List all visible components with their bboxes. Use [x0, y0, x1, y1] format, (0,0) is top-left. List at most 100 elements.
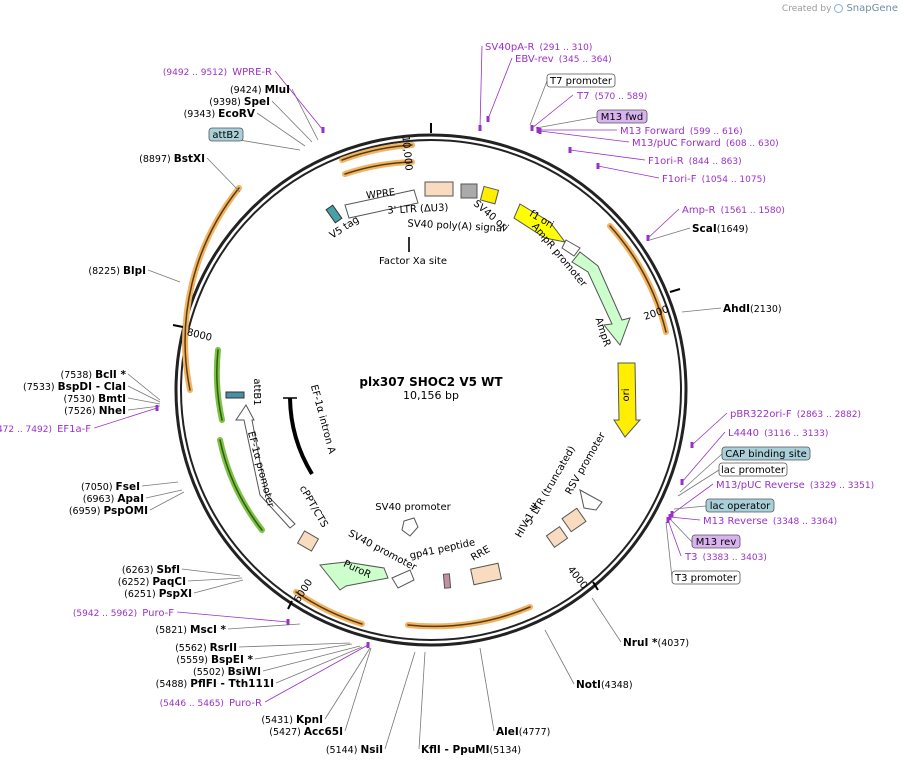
site-leader [187, 577, 243, 582]
site-ahdi[interactable]: AhdI(2130) [723, 303, 782, 315]
primer-wpre-r[interactable]: (9492 .. 9512) WPRE-R [163, 60, 325, 133]
site-kpni[interactable]: (5431) KpnI [261, 714, 323, 726]
psi-block [545, 525, 569, 549]
feature-box-label: CAP binding site [725, 449, 807, 460]
site-bspei[interactable]: (5559) BspEI * [176, 654, 253, 666]
primer-m13-reverse[interactable]: M13 Reverse (3348 .. 3364) [668, 509, 838, 528]
primer-f1ori-r[interactable]: F1ori-R (844 .. 863) [568, 147, 742, 168]
site-bmti[interactable]: (7530) BmtI [64, 393, 126, 405]
site-leader [479, 647, 495, 732]
primer-ef1a-f[interactable]: (7472 .. 7492) EF1a-F [0, 405, 159, 436]
primer-puro-r[interactable]: (5446 .. 5465) Puro-R [160, 642, 370, 710]
site-rsrii[interactable]: (5562) RsrII [175, 642, 237, 654]
site-fsei[interactable]: (7050) FseI [81, 481, 140, 493]
feature-label-3-ltr-u3: 3' LTR (ΔU3) [387, 202, 449, 216]
site-apai[interactable]: (6963) ApaI [83, 493, 144, 505]
primer-t7[interactable]: T7 (570 .. 589) [530, 84, 648, 131]
feature-box-lac-operator[interactable]: lac operator [705, 498, 775, 513]
site-pflfi-tth111i[interactable]: (5488) PflFI - Tth111I [156, 678, 274, 690]
site-sbfi[interactable]: (6263) SbfI [122, 564, 180, 576]
site-leader [149, 491, 185, 511]
primer-label: (7472 .. 7492) EF1a-F [0, 417, 91, 436]
primer-pbr322ori-f[interactable]: pBR322ori-F (2863 .. 2882) [690, 402, 862, 448]
primer-sv40pa-r[interactable]: SV40pA-R (291 .. 310) [478, 35, 593, 131]
sv40-promoter-arrow-center [401, 517, 419, 537]
site-label: (9398) SpeI [209, 96, 270, 108]
feature-box-cap-binding-site[interactable]: CAP binding site [721, 446, 811, 461]
backbone-ticks [172, 123, 681, 610]
primer-amp-r[interactable]: Amp-R (1561 .. 1580) [646, 198, 785, 241]
ef1a-intron-arc [288, 397, 314, 476]
primer-f1ori-f[interactable]: F1ori-F (1054 .. 1075) [596, 163, 766, 186]
feature-box-label: T7 promoter [549, 76, 613, 87]
feature-box-bg [208, 127, 244, 142]
primer-m13-forward[interactable]: M13 Forward (599 .. 616) [536, 119, 743, 138]
site-msci[interactable]: (5821) MscI * [155, 624, 226, 636]
primer-mark [680, 479, 684, 485]
sv40ori-block [479, 185, 500, 205]
primer-mark [568, 147, 572, 153]
orf-arcs [182, 142, 669, 630]
primer-m13-puc-reverse[interactable]: M13/pUC Reverse (3329 .. 3351) [670, 473, 875, 517]
feature-box-label: M13 fwd [601, 112, 643, 123]
primer-leader [671, 483, 714, 515]
site-pspxi[interactable]: (6251) PspXI [124, 588, 192, 600]
site-nhei[interactable]: (7526) NheI [64, 405, 126, 417]
site-kfli-ppumi[interactable]: KflI - PpuMI(5134) [421, 744, 521, 756]
orf-arc-bottom-left-inner [295, 591, 363, 625]
primer-m13-puc-forward[interactable]: M13/pUC Forward (608 .. 630) [538, 128, 779, 150]
primer-mark [668, 514, 672, 520]
primer-mark [530, 125, 534, 131]
ltr5-block [561, 507, 587, 533]
site-leader [127, 385, 161, 403]
site-spei[interactable]: (9398) SpeI [209, 96, 270, 108]
primer-leader [479, 45, 483, 129]
created-by-label: Created by [781, 3, 832, 14]
site-scai[interactable]: ScaI(1649) [692, 223, 748, 235]
primer-ebv-rev[interactable]: EBV-rev (345 .. 364) [486, 47, 612, 122]
site-acc65i[interactable]: (5427) Acc65I [269, 726, 343, 738]
site-nrui[interactable]: NruI *(4037) [623, 637, 689, 649]
primer-l4440[interactable]: L4440 (3116 .. 3133) [680, 421, 829, 485]
site-bcli[interactable]: (7538) BclI * [61, 369, 127, 381]
primer-leader [681, 431, 726, 483]
feature-box-t3-promoter[interactable]: T3 promoter [671, 570, 741, 585]
site-paqci[interactable]: (6252) PaqCI [118, 576, 186, 588]
feature-box-m13-rev[interactable]: M13 rev [691, 534, 741, 549]
site-label: (6963) ApaI [83, 493, 144, 505]
site-mlui[interactable]: (9424) MluI [230, 84, 290, 96]
site-noti[interactable]: NotI(4348) [576, 679, 633, 691]
orf-arc-left-inner [184, 187, 240, 391]
feature-box-bg [718, 462, 788, 477]
site-label: NotI(4348) [576, 679, 633, 691]
tick-mark-2000 [669, 288, 681, 293]
site-pspomi[interactable]: (6959) PspOMI [69, 505, 148, 517]
primer-label: Amp-R (1561 .. 1580) [682, 198, 785, 217]
primer-puro-f[interactable]: (5942 .. 5962) Puro-F [73, 601, 290, 625]
site-leader [262, 645, 361, 672]
primer-label: (5942 .. 5962) Puro-F [73, 601, 174, 620]
site-leader [127, 373, 161, 401]
site-blpi[interactable]: (8225) BlpI [88, 265, 146, 277]
feature-box-m13-fwd[interactable]: M13 fwd [596, 109, 648, 124]
site-ecorv[interactable]: (9343) EcoRV [184, 108, 256, 120]
feature-label-attb1: attB1 [251, 378, 262, 405]
feature-label-gp41-peptide: gp41 peptide [409, 537, 476, 562]
feature-label-ef-1-promoter: EF-1α promoter [245, 430, 276, 509]
site-alei[interactable]: AleI(4777) [496, 726, 550, 738]
site-label: (9424) MluI [230, 84, 290, 96]
site-bsiwi[interactable]: (5502) BsiWI [193, 666, 261, 678]
site-bspdi-clai[interactable]: (7533) BspDI - ClaI [23, 381, 126, 393]
feature-box-t7-promoter[interactable]: T7 promoter [546, 73, 616, 88]
site-bstxi[interactable]: (8897) BstXI [139, 153, 205, 165]
feature-box-attb2[interactable]: attB2 [208, 127, 244, 142]
site-leader [141, 481, 179, 487]
feature-box-bg [596, 109, 648, 124]
feature-box-label: lac promoter [721, 465, 786, 476]
site-nsii[interactable]: (5144) NsiI [326, 744, 383, 756]
primer-t3[interactable]: T3 (3383 .. 3403) [666, 517, 767, 564]
snapgene-logo-icon [834, 4, 844, 13]
gp41-block [442, 573, 452, 589]
feature-box-lac-promoter[interactable]: lac promoter [718, 462, 788, 477]
